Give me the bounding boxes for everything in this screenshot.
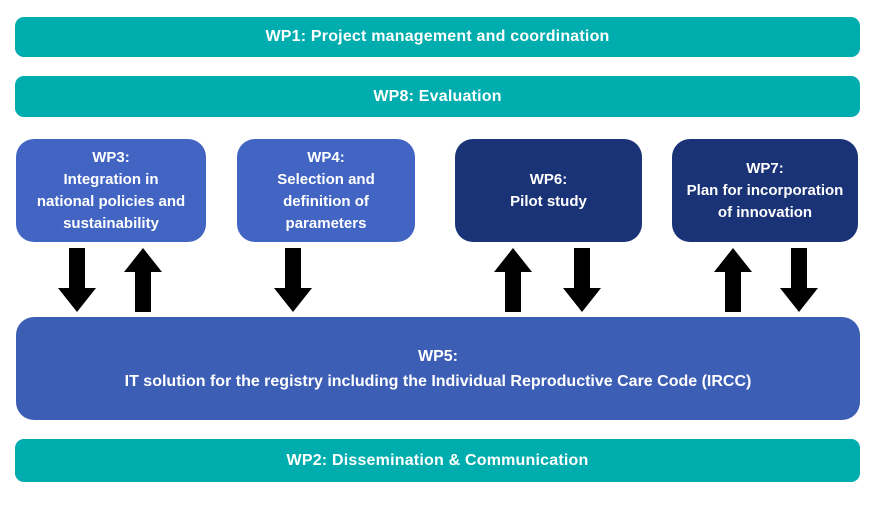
wp5-title: WP5: [418,347,458,365]
wp5-subtitle: IT solution for the registry including t… [124,372,752,390]
down-arrow-icon [780,248,818,312]
down-arrow-icon [58,248,96,312]
wp4-box: WP4: Selection and definition of paramet… [237,139,415,242]
wp6-title: WP6: [529,170,568,188]
down-arrow-icon [274,248,312,312]
wp2-bar: WP2: Dissemination & Communication [15,439,860,482]
wp2-label: WP2: Dissemination & Communication [286,451,589,469]
up-arrow-icon [124,248,162,312]
wp8-label: WP8: Evaluation [373,87,502,105]
wp3-title: WP3: [92,148,130,166]
down-arrow-icon [563,248,601,312]
up-arrow-icon [714,248,752,312]
wp3-line: Integration in [63,170,159,188]
wp1-bar: WP1: Project management and coordination [15,17,860,57]
wp4-line: definition of [283,192,369,210]
wp3-line: sustainability [63,214,159,232]
wp7-box: WP7: Plan for incorporation of innovatio… [672,139,858,242]
wp5-bar: WP5: IT solution for the registry includ… [16,317,860,420]
wp7-line: of innovation [717,203,813,221]
wp7-line: Plan for incorporation [686,181,844,199]
wp4-line: parameters [285,214,367,232]
wp6-box: WP6: Pilot study [455,139,642,242]
wp3-line: national policies and [36,192,186,210]
wp4-title: WP4: [307,148,345,166]
wp7-title: WP7: [746,159,784,177]
wp3-box: WP3: Integration in national policies an… [16,139,206,242]
wp1-label: WP1: Project management and coordination [265,28,610,45]
wp8-bar: WP8: Evaluation [15,76,860,117]
wp6-line: Pilot study [510,192,587,210]
up-arrow-icon [494,248,532,312]
wp4-line: Selection and [277,170,375,188]
